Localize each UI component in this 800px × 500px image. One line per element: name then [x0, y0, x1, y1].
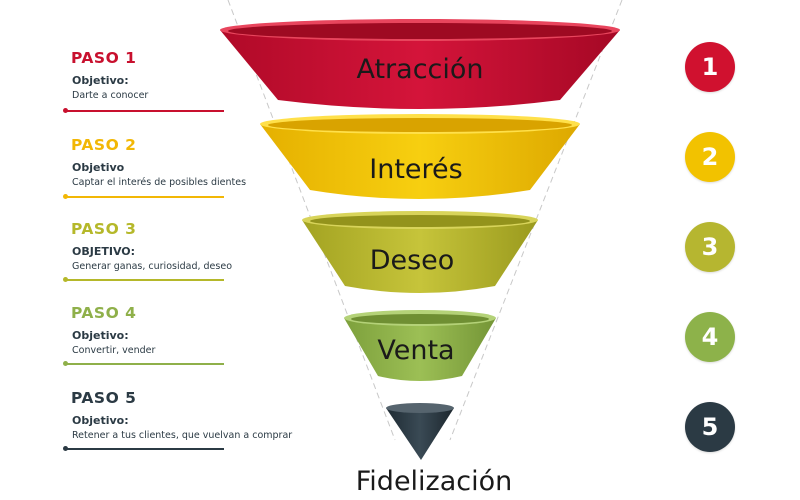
step-1-subtitle: Objetivo:	[72, 74, 129, 87]
stage-label-interes: Interés	[369, 154, 463, 185]
stage-label-venta: Venta	[377, 335, 455, 366]
step-2-dot	[63, 194, 68, 199]
step-badge-5: 5	[685, 402, 735, 452]
stage-label-fidelizacion: Fidelización	[355, 466, 513, 497]
step-badge-1: 1	[685, 42, 735, 92]
step-1: PASO 1 Objetivo: Darte a conocer	[63, 48, 244, 113]
funnel-stage-atraccion	[220, 19, 620, 109]
step-3: PASO 3 OBJETIVO: Generar ganas, curiosid…	[63, 219, 244, 282]
step-badge-2: 2	[685, 132, 735, 182]
step-1-title: PASO 1	[71, 49, 137, 67]
step-1-underline	[64, 110, 224, 112]
step-4: PASO 4 Objetivo: Convertir, vender	[63, 303, 244, 366]
step-5-dot	[63, 446, 68, 451]
step-badge-4: 4	[685, 312, 735, 362]
step-badge-3: 3	[685, 222, 735, 272]
step-2: PASO 2 Objetivo Captar el interés de pos…	[63, 135, 247, 199]
step-3-description: Generar ganas, curiosidad, deseo	[72, 261, 233, 272]
step-5-description: Retener a tus clientes, que vuelvan a co…	[72, 430, 293, 441]
funnel-stage-venta	[344, 310, 496, 381]
step-4-subtitle: Objetivo:	[72, 329, 129, 342]
stage-label-deseo: Deseo	[369, 245, 455, 276]
step-5-subtitle: Objetivo:	[72, 414, 129, 427]
funnel-stage-deseo	[302, 211, 538, 293]
step-2-subtitle: Objetivo	[72, 161, 125, 174]
step-1-description: Darte a conocer	[72, 90, 149, 101]
step-5: PASO 5 Objetivo: Retener a tus clientes,…	[63, 388, 293, 451]
guide-line-right	[449, 0, 623, 441]
step-3-title: PASO 3	[71, 220, 137, 238]
step-4-dot	[63, 361, 68, 366]
step-4-title: PASO 4	[71, 304, 137, 322]
step-4-description: Convertir, vender	[72, 345, 156, 356]
step-2-title: PASO 2	[71, 136, 137, 154]
step-1-dot	[63, 108, 68, 113]
step-4-underline	[64, 363, 224, 365]
funnel-stage-interes	[260, 114, 580, 199]
step-5-title: PASO 5	[71, 389, 137, 407]
funnel-stage-fidelizacion	[386, 403, 454, 460]
step-2-underline	[64, 196, 224, 198]
step-2-description: Captar el interés de posibles dientes	[72, 177, 247, 188]
step-3-underline	[64, 279, 224, 281]
step-3-subtitle: OBJETIVO:	[72, 245, 136, 258]
step-5-underline	[64, 448, 224, 450]
stage-label-atraccion: Atracción	[356, 54, 484, 85]
step-3-dot	[63, 277, 68, 282]
